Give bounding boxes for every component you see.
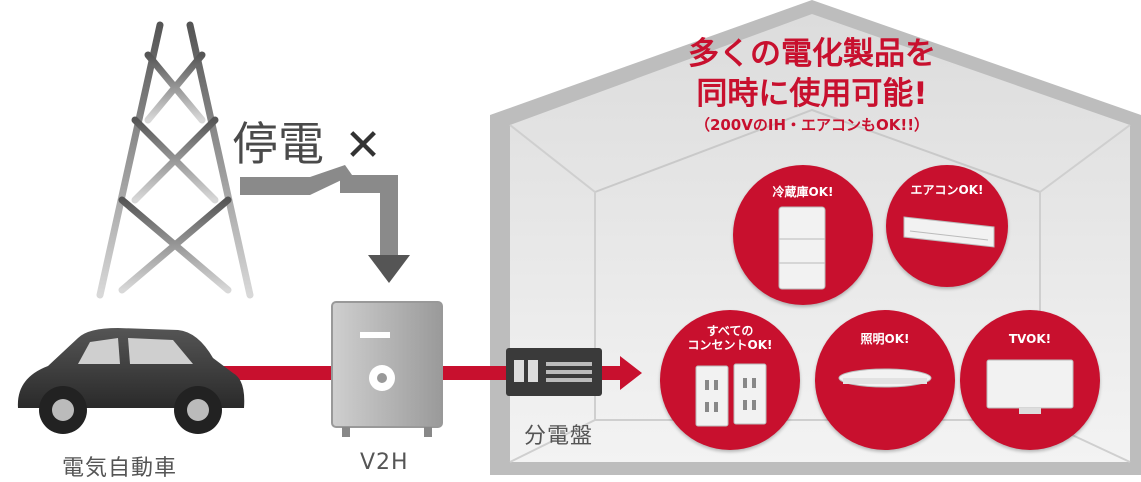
appliance-refrigerator: 冷蔵庫OK! bbox=[733, 165, 873, 305]
v2h-charger-icon bbox=[331, 301, 443, 437]
appliance-label-line1: すべての bbox=[706, 324, 754, 338]
outage-label: 停電 ✕ bbox=[232, 108, 382, 174]
v2h-label: V2H bbox=[360, 450, 409, 475]
power-tower-icon bbox=[96, 6, 254, 299]
appliance-outlet: すべての コンセントOK! bbox=[660, 310, 800, 450]
car-label: 電気自動車 bbox=[62, 456, 178, 481]
appliance-tv: TVOK! bbox=[960, 310, 1100, 450]
appliance-label: エアコンOK! bbox=[910, 183, 984, 197]
appliance-label: TVOK! bbox=[1008, 332, 1052, 346]
distribution-panel-icon bbox=[506, 348, 602, 396]
refrigerator-icon bbox=[778, 206, 826, 290]
broken-line-arrow bbox=[240, 165, 410, 283]
appliance-label: 冷蔵庫OK! bbox=[772, 185, 834, 199]
appliance-light: 照明OK! bbox=[815, 310, 955, 450]
air-conditioner-icon bbox=[903, 216, 995, 248]
headline-note: （200VのIH・エアコンもOK!!） bbox=[694, 116, 930, 134]
outage-text: 停電 bbox=[232, 117, 324, 171]
headline-line2: 同時に使用可能! bbox=[696, 76, 928, 112]
panel-label: 分電盤 bbox=[524, 424, 594, 449]
appliance-label-line2: コンセントOK! bbox=[687, 338, 773, 352]
appliance-label: 照明OK! bbox=[860, 332, 910, 346]
appliance-air-conditioner: エアコンOK! bbox=[886, 165, 1008, 287]
car-icon bbox=[17, 328, 245, 434]
tv-icon bbox=[986, 359, 1074, 414]
headline-line1: 多くの電化製品を bbox=[688, 36, 936, 72]
outage-x-icon: ✕ bbox=[344, 120, 382, 171]
ceiling-light-icon bbox=[838, 368, 932, 388]
outlet-icon bbox=[695, 363, 767, 427]
